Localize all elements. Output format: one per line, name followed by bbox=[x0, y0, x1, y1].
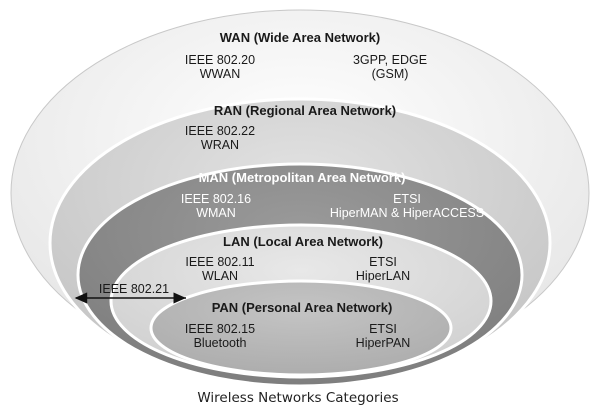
lan-standard-right-line2: HiperLAN bbox=[356, 269, 410, 283]
man-standard-right-line2: HiperMAN & HiperACCESS bbox=[330, 206, 484, 220]
pan-standard-left-line2: Bluetooth bbox=[194, 336, 247, 350]
wan-standard-right-line2: (GSM) bbox=[372, 67, 409, 81]
bridge-label: IEEE 802.21 bbox=[99, 282, 169, 296]
man-standard-right-line1: ETSI bbox=[393, 192, 421, 206]
pan-standard-right-line2: HiperPAN bbox=[356, 336, 411, 350]
pan-standard-right-line1: ETSI bbox=[369, 322, 397, 336]
man-standard-left-line1: IEEE 802.16 bbox=[181, 192, 251, 206]
wan-standard-right-line1: 3GPP, EDGE bbox=[353, 53, 427, 67]
wan-standard-left-line1: IEEE 802.20 bbox=[185, 53, 255, 67]
pan-standard-left-line1: IEEE 802.15 bbox=[185, 322, 255, 336]
lan-title: LAN (Local Area Network) bbox=[223, 234, 383, 249]
pan-title: PAN (Personal Area Network) bbox=[212, 300, 393, 315]
man-standard-left-line2: WMAN bbox=[196, 206, 236, 220]
ran-title: RAN (Regional Area Network) bbox=[214, 103, 396, 118]
ran-standard-left-line2: WRAN bbox=[201, 138, 239, 152]
lan-standard-right-line1: ETSI bbox=[369, 255, 397, 269]
diagram-caption: Wireless Networks Categories bbox=[197, 390, 398, 406]
ran-standard-left-line1: IEEE 802.22 bbox=[185, 124, 255, 138]
man-title: MAN (Metropolitan Area Network) bbox=[199, 170, 406, 185]
lan-standard-left-line2: WLAN bbox=[202, 269, 238, 283]
wan-standard-left-line2: WWAN bbox=[200, 67, 241, 81]
pan-ellipse bbox=[149, 279, 453, 377]
lan-standard-left-line1: IEEE 802.11 bbox=[185, 255, 254, 269]
wan-title: WAN (Wide Area Network) bbox=[220, 30, 380, 45]
